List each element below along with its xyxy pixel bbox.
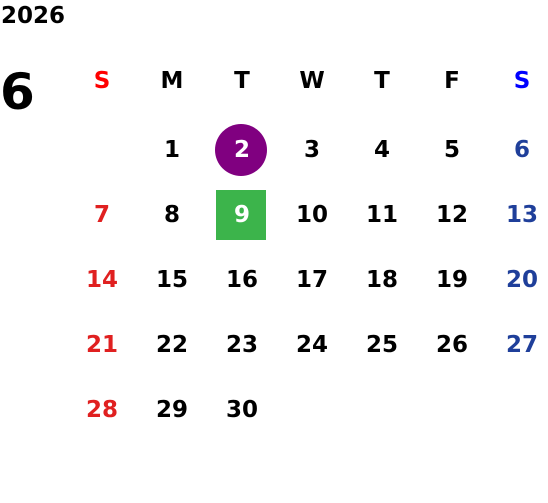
calendar-day-3[interactable]: 3 [303,137,320,163]
calendar-day-17[interactable]: 17 [295,267,328,293]
calendar-day-25[interactable]: 25 [365,332,398,358]
calendar-day-15[interactable]: 15 [155,267,188,293]
calendar-day-18[interactable]: 18 [365,267,398,293]
weekday-header: T [374,68,390,94]
calendar-day-13[interactable]: 13 [505,202,538,228]
weekday-header: S [513,68,531,94]
calendar-day-24[interactable]: 24 [295,332,328,358]
calendar-day-11[interactable]: 11 [365,202,398,228]
calendar-day-7[interactable]: 7 [93,202,110,228]
weekday-header: S [93,68,111,94]
calendar-day-21[interactable]: 21 [85,332,118,358]
calendar-day-22[interactable]: 22 [155,332,188,358]
calendar-day-14[interactable]: 14 [85,267,118,293]
weekday-header: W [299,68,325,94]
today-marker [215,124,267,176]
calendar-day-8[interactable]: 8 [163,202,180,228]
calendar-day-20[interactable]: 20 [505,267,538,293]
weekday-header: M [160,68,184,94]
calendar-day-6[interactable]: 6 [513,137,530,163]
weekday-header: T [234,68,250,94]
calendar-day-4[interactable]: 4 [373,137,390,163]
year-label: 2026 [1,3,66,29]
calendar-day-23[interactable]: 23 [225,332,258,358]
calendar-day-1[interactable]: 1 [163,137,180,163]
calendar-day-12[interactable]: 12 [435,202,468,228]
calendar-day-27[interactable]: 27 [505,332,538,358]
selected-date-marker [216,190,266,240]
calendar-day-28[interactable]: 28 [85,397,118,423]
calendar-day-2[interactable]: 2 [233,137,250,163]
calendar-day-5[interactable]: 5 [443,137,460,163]
calendar-day-29[interactable]: 29 [155,397,188,423]
calendar-day-10[interactable]: 10 [295,202,328,228]
calendar-day-19[interactable]: 19 [435,267,468,293]
month-label: 6 [0,63,35,121]
calendar-day-26[interactable]: 26 [435,332,468,358]
calendar-day-9[interactable]: 9 [233,202,250,228]
calendar-day-30[interactable]: 30 [225,397,258,423]
weekday-header: F [444,68,460,94]
calendar-day-16[interactable]: 16 [225,267,258,293]
